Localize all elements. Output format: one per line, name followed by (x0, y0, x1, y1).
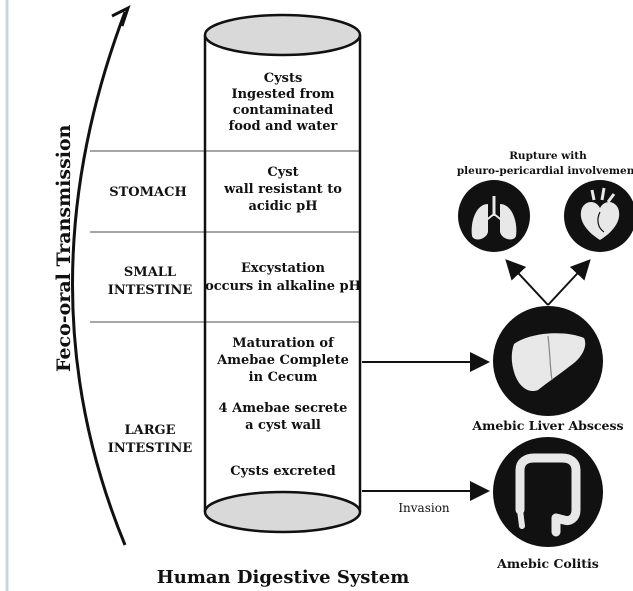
rupture-line-2: pleuro-pericardial involvement (457, 165, 633, 177)
large-a-line-3: in Cecum (249, 370, 318, 385)
colon-icon (493, 437, 603, 547)
region-small-2: INTESTINE (108, 283, 193, 298)
cylinder-top-cap (203, 13, 362, 57)
ingest-line-3: contaminated (233, 103, 333, 118)
arrow-to-lungs (505, 259, 549, 306)
region-large-2: INTESTINE (108, 441, 193, 456)
transmission-label: Feco-oral Transmission (53, 124, 75, 372)
transmission-arrowhead (111, 5, 131, 27)
stomach-line-1: Cyst (267, 165, 298, 180)
rupture-line-1: Rupture with (509, 150, 587, 162)
ingest-line-1: Cysts (264, 71, 303, 86)
large-b-line-2: a cyst wall (245, 418, 321, 433)
liver-label: Amebic Liver Abscess (471, 418, 623, 433)
large-a-line-2: Amebae Complete (216, 353, 349, 368)
system-footer: Human Digestive System (157, 567, 410, 588)
transmission-arc (71, 11, 127, 546)
heart-icon (564, 180, 633, 252)
ingest-line-4: food and water (229, 119, 338, 134)
digestive-cylinder (203, 13, 362, 534)
ingest-line-2: Ingested from (232, 87, 335, 102)
small-line-1: Excystation (241, 261, 325, 276)
region-large-1: LARGE (124, 423, 175, 438)
large-a-line-1: Maturation of (232, 336, 335, 351)
large-b-line-1: 4 Amebae secrete (219, 401, 348, 416)
region-stomach: STOMACH (109, 185, 187, 200)
cylinder-bottom-cap (203, 490, 362, 534)
large-c-line-1: Cysts excreted (230, 464, 336, 479)
stomach-line-3: acidic pH (248, 199, 317, 214)
small-line-2: occurs in alkaline pH (205, 279, 361, 294)
lungs-icon (458, 180, 530, 252)
liver-icon (493, 306, 603, 416)
invasion-label: Invasion (398, 501, 450, 515)
stomach-line-2: wall resistant to (223, 182, 342, 197)
colitis-label: Amebic Colitis (496, 556, 599, 571)
region-small-1: SMALL (124, 265, 176, 280)
arrow-to-heart (547, 259, 591, 306)
